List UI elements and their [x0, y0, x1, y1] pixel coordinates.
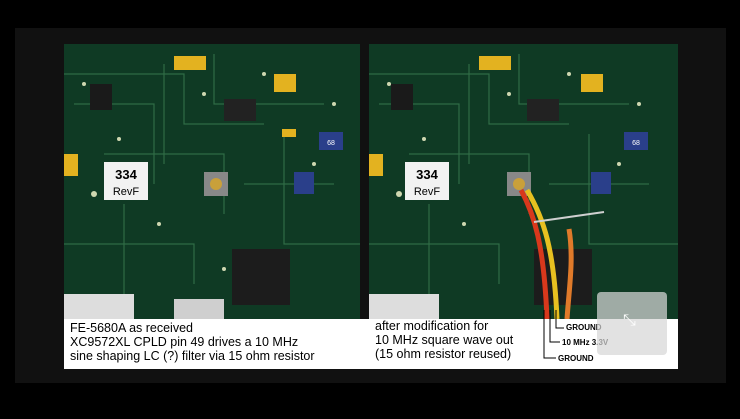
wire-leader-lines: [543, 310, 564, 359]
chip-label-right: 68: [632, 140, 640, 147]
caption-before-line-2: XC9572XL CPLD pin 49 drives a 10 MHz: [70, 335, 299, 349]
board-label-number-left: 334: [115, 167, 137, 182]
expand-icon: ⤡: [623, 312, 636, 329]
caption-before: FE-5680A as received XC9572XL CPLD pin 4…: [70, 321, 315, 363]
board-label-rev-right: RevF: [414, 186, 441, 198]
wire-label-ground-top: GROUND: [566, 323, 602, 332]
caption-strip: FE-5680A as received XC9572XL CPLD pin 4…: [64, 319, 678, 369]
caption-after-line-1: after modification for: [375, 319, 489, 333]
chip-label-left: 68: [327, 140, 335, 147]
caption-before-line-3: sine shaping LC (?) filter via 15 ohm re…: [70, 349, 315, 363]
caption-after-line-3: (15 ohm resistor reused): [375, 347, 512, 361]
wire-label-signal: 10 MHz 3.3V: [562, 338, 609, 347]
caption-before-line-1: FE-5680A as received: [70, 321, 193, 335]
expand-button[interactable]: ⤡: [597, 292, 667, 355]
wire-label-ground-bottom: GROUND: [558, 354, 594, 363]
board-label-number-right: 334: [416, 167, 438, 182]
board-label-rev-left: RevF: [113, 186, 140, 198]
pcb-photo-after: 334 RevF 68: [369, 44, 678, 319]
pcb-photo-before: 334 RevF 68: [64, 44, 360, 319]
caption-after-line-2: 10 MHz square wave out: [375, 333, 514, 347]
caption-after: after modification for 10 MHz square wav…: [375, 319, 513, 361]
